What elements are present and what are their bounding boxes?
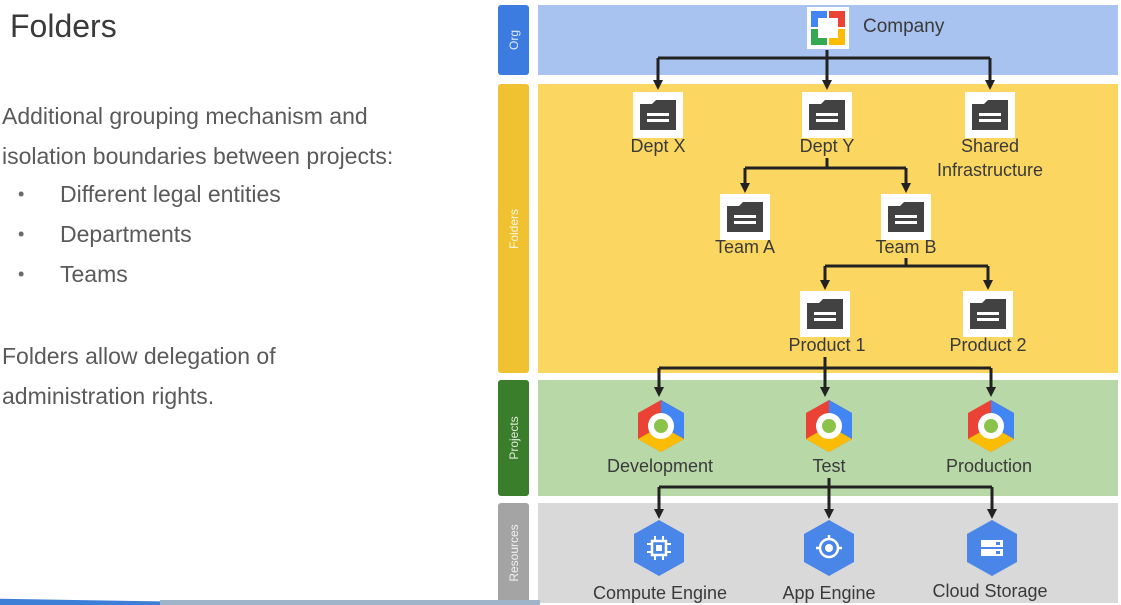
folder-icon (965, 92, 1015, 138)
bullet-item: Departments (18, 214, 281, 254)
bottom-accent-bar (0, 598, 160, 605)
folder-icon (720, 194, 770, 240)
folder-dept-y-label: Dept Y (799, 136, 855, 156)
compute-engine-icon (629, 518, 689, 578)
folder-dept-x-label: Dept X (630, 136, 686, 156)
project-test-label: Test (812, 456, 846, 476)
project-development-label: Development (606, 456, 714, 476)
folders-side-label: Folders (498, 84, 529, 373)
folder-icon (800, 291, 850, 337)
folder-shared-label-1: Shared (960, 136, 1020, 156)
bottom-divider-bar (160, 600, 540, 605)
company-logo-icon (807, 7, 849, 49)
bullet-item: Teams (18, 254, 281, 294)
app-engine-icon (799, 518, 859, 578)
project-hexagon-icon (801, 398, 857, 454)
folder-team-b-label: Team B (875, 237, 937, 257)
folder-icon (963, 291, 1013, 337)
resources-side-label: Resources (498, 503, 529, 603)
resource-app-engine-label: App Engine (782, 583, 876, 603)
delegation-line-1: Folders allow delegation of (2, 343, 276, 369)
project-hexagon-icon (963, 398, 1019, 454)
folder-product-1-label: Product 1 (788, 335, 866, 355)
page-title: Folders (10, 8, 117, 44)
org-side-label: Org (498, 5, 529, 75)
folder-shared-label-2: Infrastructure (936, 160, 1044, 180)
projects-side-label: Projects (498, 380, 529, 496)
resource-cloud-storage-label: Cloud Storage (932, 581, 1048, 601)
folder-product-2-label: Product 2 (949, 335, 1027, 355)
intro-line-2: isolation boundaries between projects: (2, 143, 394, 169)
resource-compute-engine-label: Compute Engine (592, 583, 728, 603)
bullet-item: Different legal entities (18, 174, 281, 214)
folder-icon (881, 194, 931, 240)
delegation-line-2: administration rights. (2, 383, 215, 409)
intro-line-1: Additional grouping mechanism and (2, 103, 368, 129)
project-hexagon-icon (633, 398, 689, 454)
bullet-list: Different legal entities Departments Tea… (18, 174, 281, 294)
folder-icon (633, 92, 683, 138)
folder-team-a-label: Team A (714, 237, 776, 257)
org-company-label: Company (863, 16, 945, 37)
folder-icon (802, 92, 852, 138)
cloud-storage-icon (962, 518, 1022, 578)
project-production-label: Production (945, 456, 1033, 476)
